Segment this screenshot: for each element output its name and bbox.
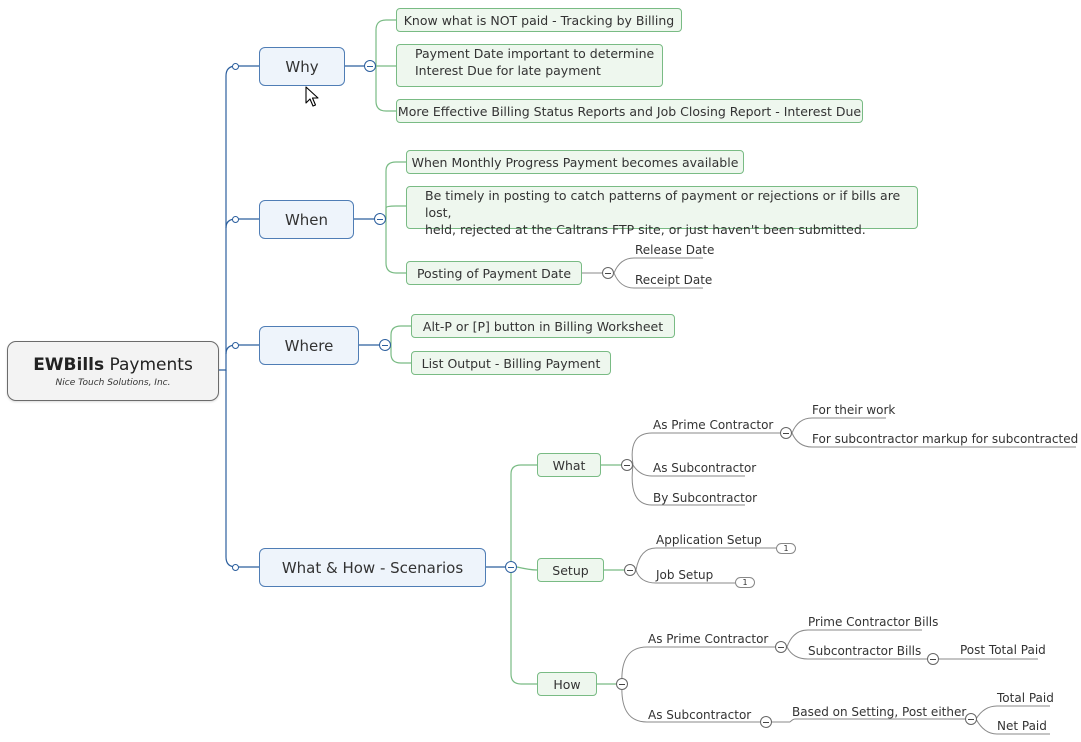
collapse-posting-icon[interactable] [602,267,614,279]
leaf-based-on-setting[interactable]: Based on Setting, Post either [792,705,967,719]
collapse-based-on-icon[interactable] [965,713,977,725]
scenario-setup[interactable]: Setup [537,558,604,582]
where-item-list-output[interactable]: List Output - Billing Payment [411,351,611,375]
when-item-be-timely[interactable]: Be timely in posting to catch patterns o… [406,186,918,237]
when-item-line-1: Be timely in posting to catch patterns o… [425,188,901,220]
collapse-sub-bills-icon[interactable] [927,653,939,665]
trunk-branch-where [225,344,259,355]
leaf-prime-contractor-bills[interactable]: Prime Contractor Bills [808,615,939,629]
leaf-receipt-date[interactable]: Receipt Date [635,273,713,287]
collapse-why-icon[interactable] [364,60,376,72]
leaf-total-paid[interactable]: Total Paid [997,691,1054,705]
job-setup-badge[interactable]: 1 [735,577,755,588]
why-item-line-2: Interest Due for late payment [415,63,601,78]
collapse-how-sub-icon[interactable] [760,716,772,728]
leaf-how-as-prime[interactable]: As Prime Contractor [648,632,769,646]
branch-dot [232,564,239,571]
leaf-what-by-sub[interactable]: By Subcontractor [653,491,758,505]
leaf-what-as-prime[interactable]: As Prime Contractor [653,418,774,432]
branch-dot [232,342,239,349]
scenario-what[interactable]: What [537,453,601,477]
branch-dot [232,63,239,70]
where-item-alt-p[interactable]: Alt-P or [P] button in Billing Worksheet [411,314,675,338]
collapse-when-icon[interactable] [374,213,386,225]
trunk-branch-when [225,218,259,229]
root-subtitle: Nice Touch Solutions, Inc. [55,377,171,388]
leaf-subcontractor-bills[interactable]: Subcontractor Bills [808,644,922,658]
leaf-job-setup[interactable]: Job Setup [656,568,714,582]
leaf-release-date[interactable]: Release Date [635,243,715,257]
collapse-where-icon[interactable] [379,339,391,351]
leaf-post-total-paid[interactable]: Post Total Paid [960,643,1046,657]
scenario-how[interactable]: How [537,672,597,696]
topic-when[interactable]: When [259,200,354,239]
leaf-net-paid[interactable]: Net Paid [997,719,1047,733]
collapse-setup-icon[interactable] [624,564,636,576]
trunk-line [225,370,259,568]
collapse-how-prime-icon[interactable] [775,641,787,653]
application-setup-badge[interactable]: 1 [776,543,796,554]
collapse-what-icon[interactable] [621,459,633,471]
topic-why[interactable]: Why [259,47,345,86]
why-item-not-paid[interactable]: Know what is NOT paid - Tracking by Bill… [396,8,682,32]
root-title: EWBills Payments [33,354,193,375]
leaf-for-their-work[interactable]: For their work [812,403,896,417]
root-node[interactable]: EWBills Payments Nice Touch Solutions, I… [7,341,219,401]
collapse-prime-icon[interactable] [780,427,792,439]
when-item-line-2: held, rejected at the Caltrans FTP site,… [425,222,866,237]
why-item-line-1: Payment Date important to determine [415,46,655,61]
leaf-what-as-sub[interactable]: As Subcontractor [653,461,757,475]
when-item-posting-date[interactable]: Posting of Payment Date [406,261,582,285]
topic-what-how-scenarios[interactable]: What & How - Scenarios [259,548,486,587]
leaf-for-sub-markup[interactable]: For subcontractor markup for subcontract… [812,432,1081,446]
leaf-application-setup[interactable]: Application Setup [656,533,762,547]
topic-where[interactable]: Where [259,326,359,365]
collapse-scenarios-icon[interactable] [505,561,517,573]
mouse-cursor-icon [305,86,319,107]
why-item-reports[interactable]: More Effective Billing Status Reports an… [396,99,863,123]
when-item-monthly-progress[interactable]: When Monthly Progress Payment becomes av… [406,150,744,174]
collapse-how-icon[interactable] [616,678,628,690]
leaf-how-as-sub[interactable]: As Subcontractor [648,708,752,722]
branch-dot [232,216,239,223]
why-item-payment-date[interactable]: Payment Date important to determine Inte… [396,44,663,87]
